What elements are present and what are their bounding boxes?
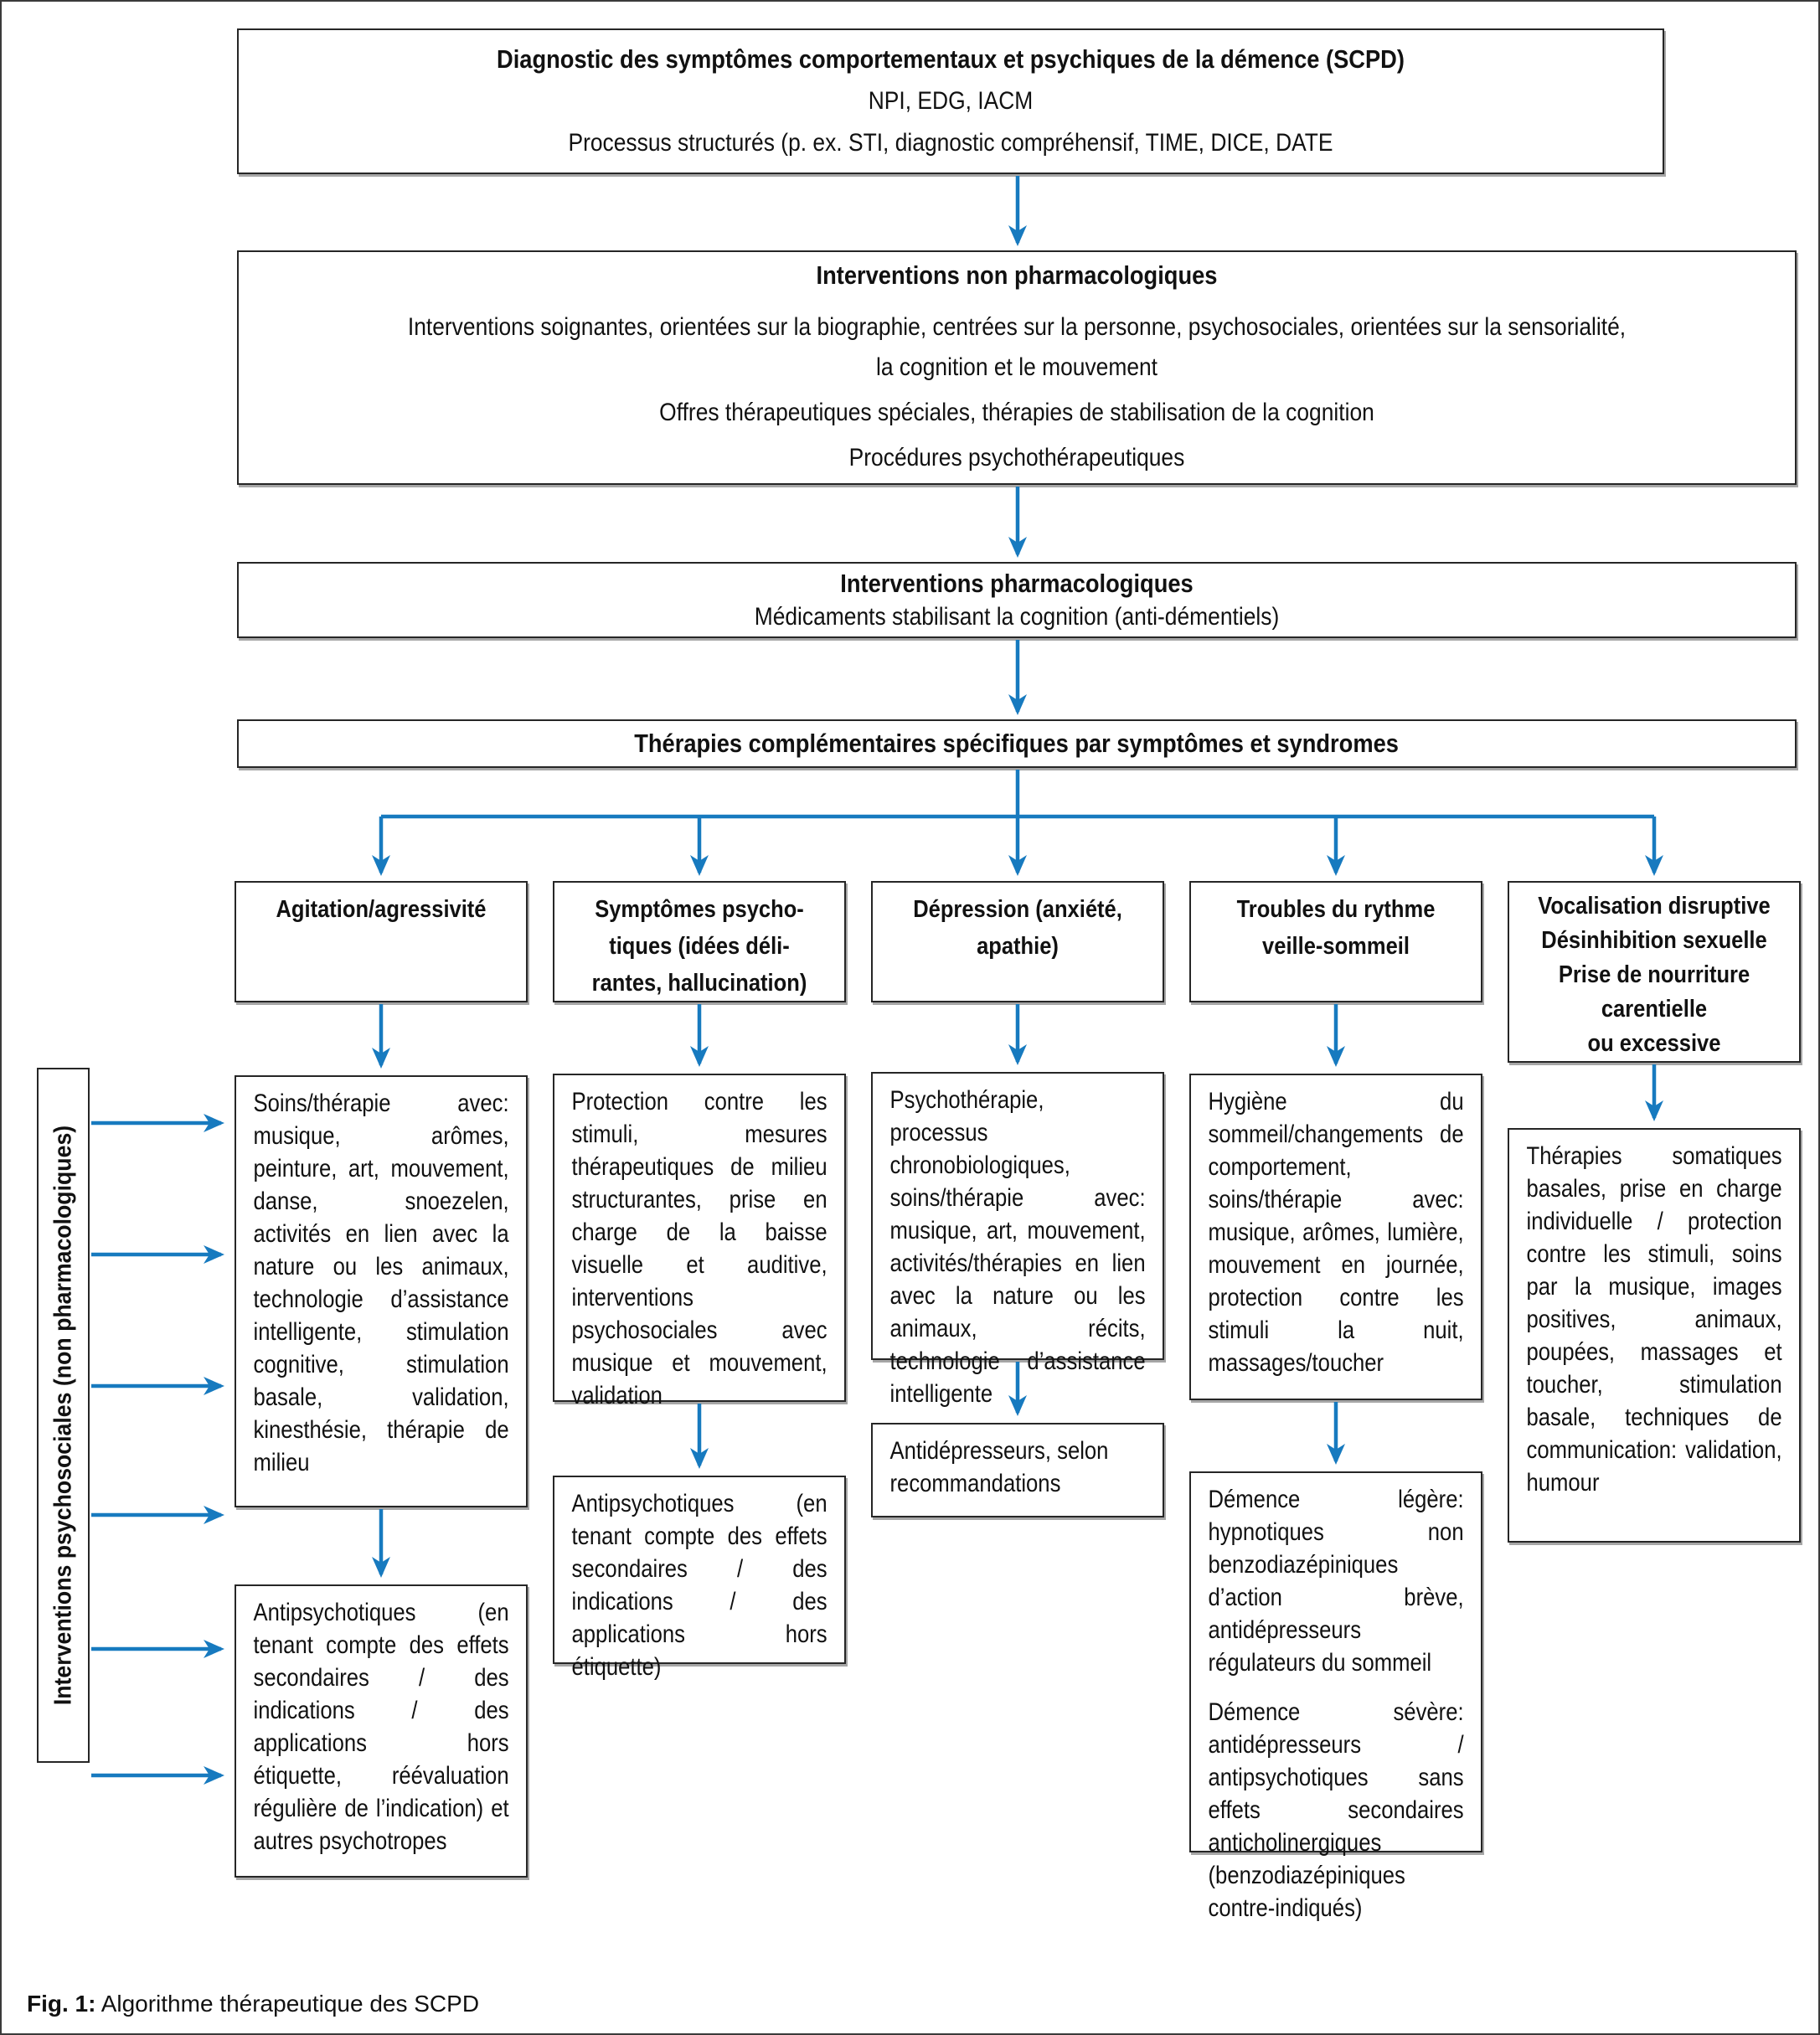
therapy-box-depression: Psychothérapie, processus chronobiologiq…	[871, 1072, 1164, 1408]
diagnostic-box-title: Diagnostic des symptômes comportementaux…	[497, 44, 1405, 74]
therapy-box-psychotic: Protection contre les stimuli, mesures t…	[553, 1074, 846, 1409]
medication-text-sleep: Démence légère: hypnotiques non benzodia…	[1191, 1483, 1481, 1941]
figure-caption-number: Fig. 1:	[27, 1991, 96, 2017]
symptom-header-psychotic-line1: Symptômes psycho-	[595, 896, 804, 923]
therapy-text-psychotic: Protection contre les stimuli, mesures t…	[571, 1088, 828, 1409]
figure-caption: Fig. 1: Algorithme thérapeutique des SCP…	[27, 1990, 479, 2018]
medication-box-sleep: Démence légère: hypnotiques non benzodia…	[1189, 1471, 1482, 1922]
medication-text-agitation: Antipsychotiques (en tenant compte des e…	[253, 1599, 509, 1855]
non-pharmacological-line1a: Interventions soignantes, orientées sur …	[407, 313, 1627, 341]
symptom-header-sleep-line1: Troubles du rythme	[1236, 896, 1436, 923]
symptom-header-sleep: Troubles du rythme veille-sommeil	[1189, 881, 1482, 1002]
symptom-header-vocalisation-line4: carentielle	[1601, 996, 1708, 1023]
complementary-therapies-box: Thérapies complémentaires spécifiques pa…	[237, 719, 1797, 768]
non-pharmacological-box-title: Interventions non pharmacologiques	[816, 260, 1218, 290]
symptom-header-vocalisation-line1: Vocalisation disruptive	[1538, 893, 1771, 920]
complementary-therapies-title: Thérapies complémentaires spécifiques pa…	[634, 729, 1400, 758]
therapy-text-vocalisation: Thérapies somatiques basales, prise en c…	[1526, 1142, 1782, 1497]
medication-box-depression: Antidépresseurs, selon recommandations	[871, 1423, 1164, 1517]
therapy-box-sleep: Hygiène du sommeil/changements de compor…	[1189, 1074, 1482, 1400]
non-pharmacological-box: Interventions non pharmacologiques Inter…	[237, 250, 1797, 485]
psychosocial-interventions-side-label: Interventions psychosociales (non pharma…	[49, 1125, 76, 1706]
symptom-header-vocalisation-line3: Prise de nourriture	[1558, 961, 1750, 988]
symptom-header-depression-line1: Dépression (anxiété,	[913, 896, 1122, 923]
non-pharmacological-line3: Procédures psychothérapeutiques	[848, 444, 1185, 471]
pharmacological-box-subtitle: Médicaments stabilisant la cognition (an…	[754, 603, 1280, 631]
therapy-box-vocalisation: Thérapies somatiques basales, prise en c…	[1508, 1128, 1801, 1543]
symptom-header-agitation-line: Agitation/agressivité	[276, 896, 487, 923]
pharmacological-box-title: Interventions pharmacologiques	[840, 569, 1194, 598]
therapy-text-agitation: Soins/thérapie avec: musique, arômes, pe…	[253, 1090, 509, 1476]
symptom-header-psychotic-line2: tiques (idées déli-	[609, 933, 790, 960]
symptom-header-vocalisation-line5: ou excessive	[1587, 1030, 1721, 1057]
pharmacological-box: Interventions pharmacologiques Médicamen…	[237, 562, 1797, 638]
diagnostic-box-process: Processus structurés (p. ex. STI, diagno…	[568, 129, 1333, 157]
therapy-text-depression: Psychothérapie, processus chronobiologiq…	[889, 1086, 1146, 1408]
therapy-box-agitation: Soins/thérapie avec: musique, arômes, pe…	[235, 1075, 528, 1507]
medication-sleep-paragraph-severe: Démence sévère: antidépresseurs / antips…	[1208, 1698, 1464, 1922]
symptom-header-sleep-line2: veille-sommeil	[1262, 933, 1410, 960]
figure-caption-text: Algorithme thérapeutique des SCPD	[95, 1991, 480, 2017]
medication-text-depression: Antidépresseurs, selon recommandations	[889, 1437, 1109, 1497]
symptom-header-depression: Dépression (anxiété, apathie)	[871, 881, 1164, 1002]
non-pharmacological-line2: Offres thérapeutiques spéciales, thérapi…	[659, 399, 1374, 426]
symptom-header-vocalisation: Vocalisation disruptive Désinhibition se…	[1508, 881, 1801, 1063]
symptom-header-agitation: Agitation/agressivité	[235, 881, 528, 1002]
medication-sleep-paragraph-mild: Démence légère: hypnotiques non benzodia…	[1208, 1486, 1464, 1677]
symptom-header-vocalisation-line2: Désinhibition sexuelle	[1541, 927, 1767, 954]
medication-text-psychotic: Antipsychotiques (en tenant compte des e…	[571, 1490, 828, 1681]
symptom-header-psychotic: Symptômes psycho- tiques (idées déli- ra…	[553, 881, 846, 1002]
diagnostic-box-tools: NPI, EDG, IACM	[868, 87, 1034, 115]
therapy-text-sleep: Hygiène du sommeil/changements de compor…	[1208, 1088, 1464, 1377]
symptom-header-psychotic-line3: rantes, hallucination)	[591, 970, 807, 997]
medication-box-agitation: Antipsychotiques (en tenant compte des e…	[235, 1584, 528, 1878]
diagnostic-box: Diagnostic des symptômes comportementaux…	[237, 28, 1664, 174]
psychosocial-interventions-side-box: Interventions psychosociales (non pharma…	[37, 1068, 90, 1763]
non-pharmacological-line1b: la cognition et le mouvement	[875, 353, 1158, 381]
medication-box-psychotic: Antipsychotiques (en tenant compte des e…	[553, 1476, 846, 1681]
symptom-header-depression-line2: apathie)	[977, 933, 1059, 960]
